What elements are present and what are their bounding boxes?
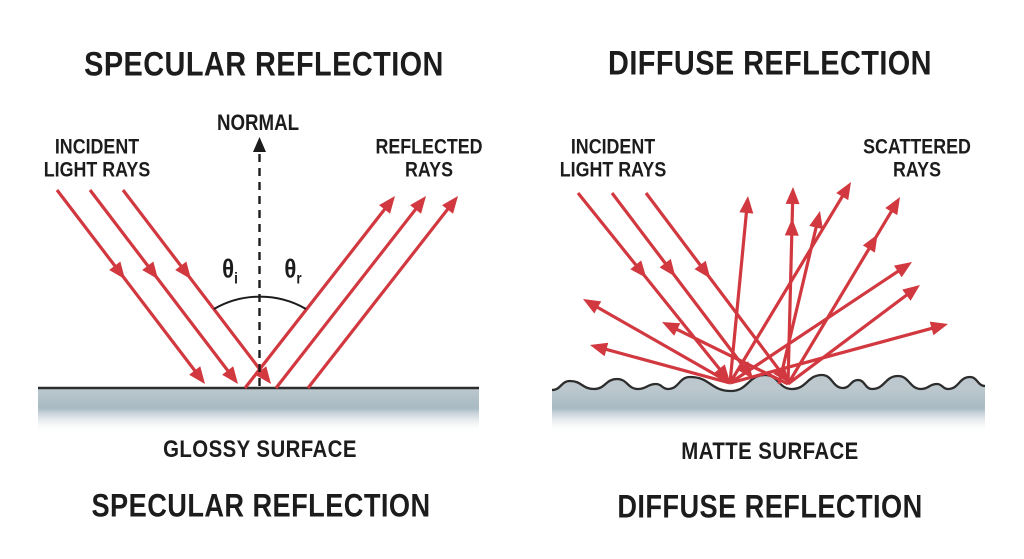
angle-of-reflection-label: θr xyxy=(284,254,301,287)
matte-surface xyxy=(552,375,985,431)
scattered-ray-8 xyxy=(729,265,906,385)
left-reflected-ray-2-arrowhead xyxy=(442,196,458,214)
scattered-ray-6 xyxy=(728,188,848,384)
scattered-ray-7 xyxy=(786,203,898,385)
scattered-ray-1-arrowhead xyxy=(590,342,609,357)
right-incident-ray-0-mid-arrowhead xyxy=(630,260,647,279)
angle-arc xyxy=(213,295,307,310)
right-title-top: DIFFUSE REFLECTION xyxy=(608,44,932,83)
right-incident-label-line1: INCIDENT xyxy=(570,135,656,159)
left-reflected-ray-0-arrowhead xyxy=(379,196,395,214)
scattered-ray-0-arrowhead xyxy=(583,299,602,314)
scattered-ray-7-mid-arrowhead xyxy=(862,234,878,253)
glossy-surface xyxy=(38,389,479,432)
left-incident-ray-0 xyxy=(55,189,202,379)
right-incident-ray-2-mid-arrowhead xyxy=(694,260,711,279)
right-incident-label: INCIDENT LIGHT RAYS xyxy=(560,136,666,181)
left-incident-ray-2-mid-arrowhead xyxy=(175,261,192,280)
left-reflected-ray-0 xyxy=(243,201,392,389)
scattered-ray-6-arrowhead xyxy=(836,182,851,201)
scattered-ray-10 xyxy=(729,324,941,385)
right-title-bottom: DIFFUSE REFLECTION xyxy=(617,488,923,525)
left-incident-ray-1 xyxy=(88,189,235,379)
reflected-rays-label-line2: RAYS xyxy=(405,158,453,181)
left-incident-label-line2: LIGHT RAYS xyxy=(43,158,151,181)
scattered-ray-10-arrowhead xyxy=(929,321,948,336)
scattered-rays-label-line2: RAYS xyxy=(893,158,941,181)
scattered-ray-2-arrowhead xyxy=(662,322,681,336)
normal-arrowhead xyxy=(253,137,266,152)
scattered-rays-label-line1: SCATTERED xyxy=(863,135,971,159)
matte-surface-edge xyxy=(551,373,986,393)
scattered-ray-5-arrowhead xyxy=(809,211,823,230)
reflected-rays-label: REFLECTED RAYS xyxy=(375,136,482,181)
left-incident-ray-2-arrowhead xyxy=(255,366,271,384)
right-incident-label-line2: LIGHT RAYS xyxy=(559,158,667,181)
right-incident-ray-0-arrowhead xyxy=(713,364,730,382)
left-incident-ray-0-mid-arrowhead xyxy=(109,261,126,280)
left-reflected-ray-1 xyxy=(274,201,423,389)
theta-r-subscript: r xyxy=(296,270,302,288)
right-incident-ray-2 xyxy=(644,192,786,378)
left-incident-label-line1: INCIDENT xyxy=(54,135,140,159)
scattered-ray-4-mid-arrowhead xyxy=(784,218,799,236)
right-incident-ray-0 xyxy=(576,191,726,377)
scattered-ray-9 xyxy=(787,288,915,386)
scattered-ray-9-arrowhead xyxy=(902,285,920,301)
left-incident-ray-2 xyxy=(121,189,268,379)
scattered-ray-8-arrowhead xyxy=(893,262,912,278)
normal-label: NORMAL xyxy=(216,110,300,136)
glossy-surface-label: GLOSSY SURFACE xyxy=(163,436,357,464)
scattered-ray-0 xyxy=(589,301,731,385)
left-incident-label: INCIDENT LIGHT RAYS xyxy=(44,136,150,181)
theta-i-subscript: i xyxy=(234,270,238,288)
scattered-rays-label: SCATTERED RAYS xyxy=(863,136,971,181)
reflected-rays-label-line1: REFLECTED xyxy=(375,135,483,159)
scattered-ray-4-arrowhead xyxy=(785,187,800,205)
scattered-ray-7-arrowhead xyxy=(885,197,900,216)
left-reflected-ray-1-arrowhead xyxy=(410,196,426,214)
left-incident-ray-1-mid-arrowhead xyxy=(142,261,159,280)
left-title-bottom: SPECULAR REFLECTION xyxy=(91,487,431,524)
angle-of-incidence-label: θi xyxy=(222,254,238,287)
scattered-ray-1 xyxy=(597,345,731,385)
left-reflected-ray-2 xyxy=(306,201,455,389)
right-incident-ray-1-mid-arrowhead xyxy=(659,258,676,277)
scattered-ray-3 xyxy=(728,204,749,384)
left-incident-ray-1-arrowhead xyxy=(222,366,238,384)
matte-surface-label: MATTE SURFACE xyxy=(681,438,859,466)
left-incident-ray-0-arrowhead xyxy=(189,366,205,384)
scattered-ray-3-arrowhead xyxy=(739,196,754,214)
right-incident-ray-1 xyxy=(610,192,750,374)
left-title-top: SPECULAR REFLECTION xyxy=(84,45,444,84)
theta-i-symbol: θ xyxy=(222,253,235,284)
theta-r-symbol: θ xyxy=(284,253,297,284)
